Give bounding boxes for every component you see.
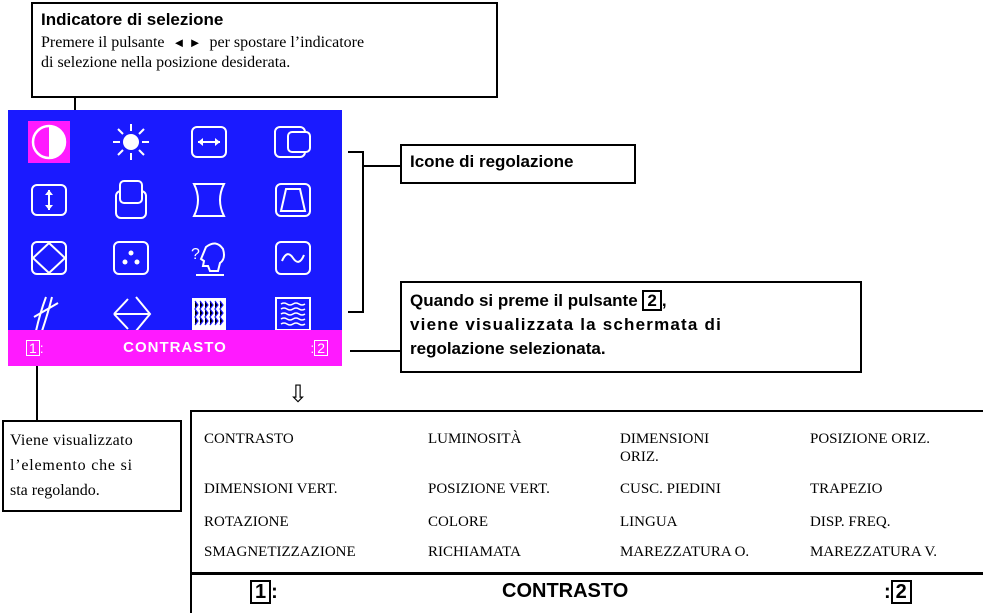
- osd-left-num: 1: [26, 340, 40, 356]
- menu-item[interactable]: LINGUA: [620, 514, 678, 530]
- osd-left-button: 1:: [26, 340, 44, 356]
- h-position-icon[interactable]: [272, 121, 314, 163]
- bottom-right-colon: :: [884, 581, 891, 603]
- menu-item[interactable]: CUSC. PIEDINI: [620, 481, 721, 497]
- menu-item[interactable]: TRAPEZIO: [810, 481, 883, 497]
- menu-item[interactable]: DISP. FREQ.: [810, 514, 891, 530]
- menu-item[interactable]: POSIZIONE ORIZ.: [810, 431, 930, 447]
- contrast-icon[interactable]: [28, 121, 70, 163]
- press-connector: [350, 350, 402, 352]
- pincushion-icon[interactable]: [188, 179, 230, 221]
- selection-text: Premere il pulsante ◄ ► per spostare l’i…: [41, 34, 488, 52]
- adjust-icons-label: Icone di regolazione: [410, 152, 574, 171]
- selection-title: Indicatore di selezione: [41, 10, 224, 29]
- trapezoid-icon[interactable]: [272, 179, 314, 221]
- item-line-3: sta regolando.: [10, 482, 100, 499]
- adjust-icons-callout: Icone di regolazione: [400, 144, 636, 184]
- osd-right-button: :2: [310, 340, 328, 356]
- menu-item[interactable]: DIMENSIONI VERT.: [204, 481, 338, 497]
- selection-text-3: di selezione nella posizione desiderata.: [41, 54, 291, 71]
- press-line-1-end: ,: [661, 291, 667, 310]
- menu-item[interactable]: CONTRASTO: [204, 431, 294, 447]
- frequency-icon[interactable]: [272, 237, 314, 279]
- bottom-left-colon: :: [271, 581, 278, 603]
- menu-item[interactable]: DIMENSIONI ORIZ.: [620, 431, 710, 465]
- press-button-num: 2: [642, 290, 662, 311]
- menu-item[interactable]: COLORE: [428, 514, 488, 530]
- menu-item[interactable]: POSIZIONE VERT.: [428, 481, 550, 497]
- menu-item[interactable]: MAREZZATURA V.: [810, 544, 937, 560]
- osd-right-num: 2: [314, 340, 328, 356]
- brightness-icon[interactable]: [110, 121, 152, 163]
- osd-right-colon: :: [310, 340, 315, 356]
- selection-text-2: per spostare l’indicatore: [209, 34, 365, 51]
- arrow-icons: ◄ ►: [172, 35, 202, 50]
- bottom-label: CONTRASTO: [502, 580, 629, 602]
- menu-item[interactable]: LUMINOSITÀ: [428, 431, 522, 447]
- press-line-1: Quando si preme il pulsante 2,: [410, 289, 852, 313]
- moire-h-icon[interactable]: [188, 293, 230, 335]
- item-line-1: Viene visualizzato: [10, 432, 134, 449]
- bottom-left-num: 1: [250, 580, 272, 604]
- item-connector: [36, 366, 38, 422]
- press-line-1-text: Quando si preme il pulsante: [410, 291, 638, 310]
- menu-items-panel: CONTRASTO LUMINOSITÀ DIMENSIONI ORIZ. PO…: [190, 410, 983, 613]
- bottom-right-num: 2: [890, 580, 912, 604]
- rotation-icon[interactable]: [28, 237, 70, 279]
- bracket-vertical: [362, 151, 364, 313]
- connector-line: [74, 98, 76, 110]
- selection-text-1: Premere il pulsante: [41, 34, 165, 51]
- menu-item[interactable]: RICHIAMATA: [428, 544, 521, 560]
- press-line-2: viene visualizzata la schermata di: [410, 315, 722, 334]
- menu-item[interactable]: ROTAZIONE: [204, 514, 289, 530]
- item-adjusted-callout: Viene visualizzato l’elemento che si sta…: [2, 420, 182, 512]
- recall-icon[interactable]: [110, 293, 152, 335]
- divider: [192, 572, 983, 575]
- osd-left-colon: :: [39, 340, 44, 356]
- selection-indicator-callout: Indicatore di selezione Premere il pulsa…: [31, 2, 498, 98]
- bottom-left-button: 1:: [250, 580, 278, 604]
- menu-item[interactable]: SMAGNETIZZAZIONE: [204, 544, 356, 560]
- bottom-right-button: :2: [884, 580, 912, 604]
- v-position-icon[interactable]: [110, 179, 152, 221]
- bracket-connector: [362, 165, 402, 167]
- bracket-top: [348, 151, 364, 153]
- press-line-3: regolazione selezionata.: [410, 339, 606, 358]
- bracket-bottom: [348, 311, 364, 313]
- item-line-2: l’elemento che si: [10, 457, 133, 474]
- press-button-callout: Quando si preme il pulsante 2, viene vis…: [400, 281, 862, 373]
- degauss-icon[interactable]: [28, 293, 70, 335]
- h-size-icon[interactable]: [188, 121, 230, 163]
- svg-text:?: ?: [191, 246, 200, 263]
- menu-item[interactable]: MAREZZATURA O.: [620, 544, 750, 560]
- color-icon[interactable]: [110, 237, 152, 279]
- v-size-icon[interactable]: [28, 179, 70, 221]
- down-arrow-icon: ⇩: [288, 380, 309, 408]
- moire-v-icon[interactable]: [272, 293, 314, 335]
- osd-label: CONTRASTO: [123, 339, 227, 356]
- osd-status-bar: 1: CONTRASTO :2: [8, 330, 342, 366]
- language-icon[interactable]: ?: [188, 237, 230, 279]
